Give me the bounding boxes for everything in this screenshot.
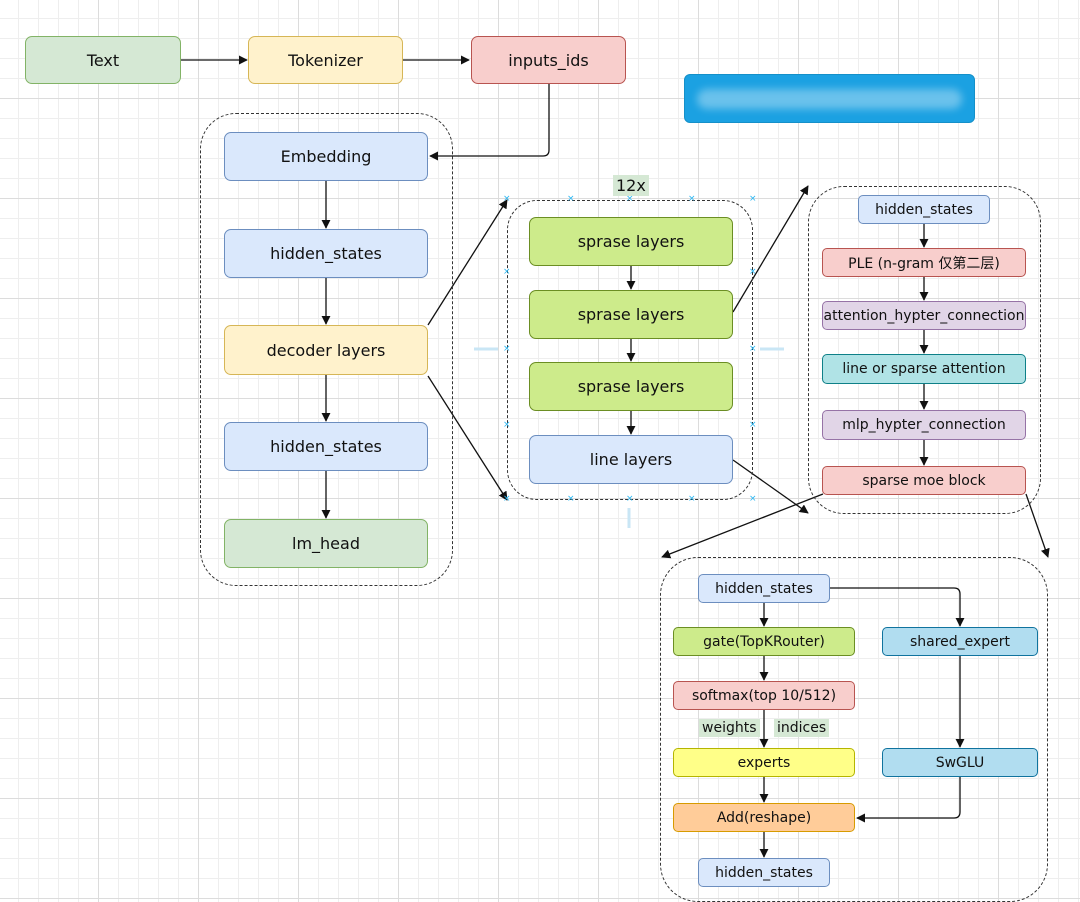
swiglu-node: SwGLU	[882, 748, 1038, 777]
handle-marker: ×	[503, 344, 511, 354]
handle-marker: ×	[749, 494, 757, 504]
handle-marker: ×	[688, 194, 696, 204]
arrow-moeblock-to-moe-left	[661, 493, 824, 559]
embedding-node: Embedding	[224, 132, 428, 181]
arrow-layer2-to-sparse-detail	[732, 185, 809, 313]
handle-marker: ×	[567, 194, 575, 204]
handle-marker: ×	[688, 494, 696, 504]
redacted-banner	[684, 74, 975, 123]
handle-marker: ×	[626, 494, 634, 504]
experts-node: experts	[673, 748, 855, 777]
weights-label: weights	[699, 719, 760, 737]
sparse-layers-node: sprase layers	[529, 290, 733, 339]
arrow-inputs-to-embedding	[429, 84, 550, 161]
hidden-states-node: hidden_states	[224, 422, 428, 471]
inputs-ids-node: inputs_ids	[471, 36, 626, 84]
text-node: Text	[25, 36, 181, 84]
handle-marker: ×	[503, 194, 511, 204]
indices-label: indices	[774, 719, 830, 737]
attention-connection-node: attention_hypter_connection	[822, 301, 1026, 330]
gate-node: gate(TopKRouter)	[673, 627, 855, 656]
arrow-moeblock-to-moe-right	[1025, 493, 1050, 558]
repeat-count-label: 12x	[613, 175, 649, 196]
sparse-hidden-states-node: hidden_states	[858, 195, 990, 224]
handle-marker: ×	[749, 344, 757, 354]
lm-head-node: lm_head	[224, 519, 428, 568]
handle-marker: ×	[567, 494, 575, 504]
decoder-layers-node: decoder layers	[224, 325, 428, 375]
handle-marker: ×	[749, 420, 757, 430]
moe-block-node: sparse moe block	[822, 466, 1026, 495]
attention-node: line or sparse attention	[822, 354, 1026, 384]
ple-node: PLE (n-gram 仅第二层)	[822, 248, 1026, 277]
shared-expert-node: shared_expert	[882, 627, 1038, 656]
softmax-node: softmax(top 10/512)	[673, 681, 855, 710]
sparse-layer-group	[808, 186, 1041, 514]
moe-hidden-states-in-node: hidden_states	[698, 574, 830, 603]
model-group	[200, 113, 453, 586]
handle-marker: ×	[503, 267, 511, 277]
tokenizer-node: Tokenizer	[248, 36, 403, 84]
handle-marker: ×	[626, 194, 634, 204]
arrow-moe-hidden-to-shared	[829, 587, 965, 627]
sparse-layers-node: sprase layers	[529, 362, 733, 411]
decoder-stack-group	[507, 200, 753, 500]
sparse-layers-node: sprase layers	[529, 217, 733, 266]
add-reshape-node: Add(reshape)	[673, 803, 855, 832]
handle-marker: ×	[503, 420, 511, 430]
mlp-connection-node: mlp_hypter_connection	[822, 410, 1026, 440]
handle-marker: ×	[749, 267, 757, 277]
handle-marker: ×	[503, 494, 511, 504]
handle-marker: ×	[749, 194, 757, 204]
hidden-states-node: hidden_states	[224, 229, 428, 278]
moe-hidden-states-out-node: hidden_states	[698, 858, 830, 887]
selection-handles	[474, 347, 784, 528]
arrow-decoder-to-stack-top	[427, 199, 508, 326]
arrow-decoder-to-stack-bottom	[427, 375, 508, 501]
line-layers-node: line layers	[529, 435, 733, 484]
arrow-swiglu-to-add	[856, 777, 961, 823]
